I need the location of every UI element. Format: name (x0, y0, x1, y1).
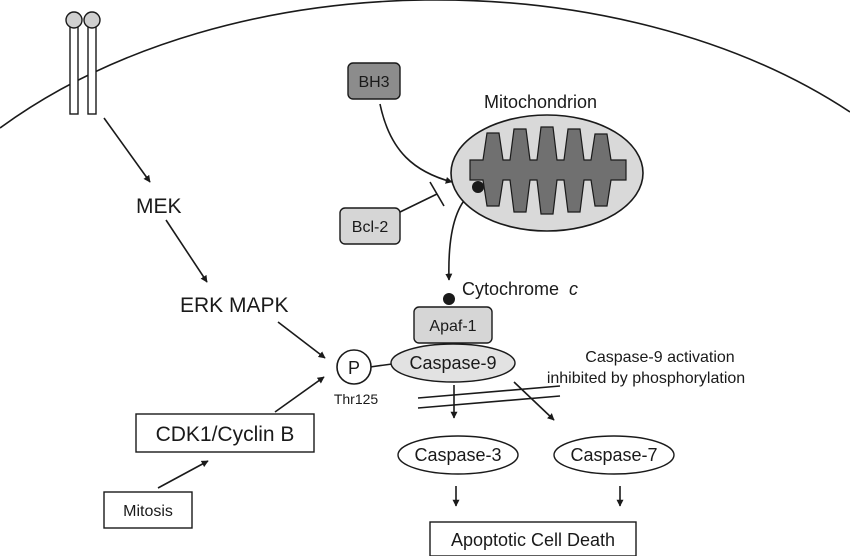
inhibition-bcl2 (399, 181, 445, 213)
cytochrome-c-label: Cytochrome c (462, 279, 578, 299)
cytochrome-dot-in-mito (472, 181, 484, 193)
bh3-box (347, 62, 401, 100)
mitochondrion-cristae (469, 126, 627, 215)
caspase9-label: Caspase-9 (409, 353, 496, 373)
caspase7-label: Caspase-7 (570, 445, 657, 465)
caspase9-ellipse (390, 343, 516, 383)
arrow-bh3-to-mitochondrion (379, 103, 453, 184)
apoptotic-cell-death-box (429, 521, 637, 556)
apoptotic-cell-death-label: Apoptotic Cell Death (451, 530, 615, 550)
cdk1-cyclin-b-label: CDK1/Cyclin B (156, 423, 295, 446)
bcl2-label: Bcl-2 (352, 219, 389, 236)
arrow-erk-to-p (277, 321, 326, 359)
arrow-mitosis-to-cdk (157, 460, 209, 489)
arrow-mek-to-erk (165, 219, 208, 283)
cdk1-cyclin-b-box (135, 413, 315, 453)
cytochrome-c-dot (443, 293, 455, 305)
phosphate-circle (336, 349, 372, 385)
mitosis-box (103, 491, 193, 529)
caspase9-note-line2: inhibited by phosphorylation (547, 370, 745, 387)
block-marks (417, 385, 561, 409)
arrow-cdk-to-p (274, 376, 325, 413)
mitosis-label: Mitosis (123, 503, 173, 520)
bcl2-box (339, 207, 401, 245)
phosphate-label: P (348, 358, 360, 378)
cytochrome-text: Cytochrome (462, 279, 559, 299)
caspase9-note-line1: Caspase-9 activation (585, 349, 734, 366)
apaf1-label: Apaf-1 (429, 318, 476, 335)
mek-label: MEK (136, 195, 182, 218)
arrow-receptor-to-mek (103, 117, 151, 183)
arrow-cytochrome-release (445, 193, 471, 281)
apaf1-box (413, 306, 493, 344)
caspase7-ellipse (553, 435, 675, 475)
bh3-label: BH3 (358, 74, 389, 91)
arrow-caspase9-to-caspase7 (513, 381, 555, 421)
cell-membrane (0, 0, 850, 129)
connector-p-to-caspase9 (369, 363, 393, 368)
thr125-label: Thr125 (334, 391, 379, 407)
caspase3-ellipse (397, 435, 519, 475)
mitochondrion-label: Mitochondrion (484, 92, 597, 112)
cytochrome-c-italic: c (569, 279, 578, 299)
caspase3-label: Caspase-3 (414, 445, 501, 465)
erk-mapk-label: ERK MAPK (180, 294, 289, 317)
membrane-receptor (65, 11, 101, 115)
mitochondrion (450, 114, 644, 232)
